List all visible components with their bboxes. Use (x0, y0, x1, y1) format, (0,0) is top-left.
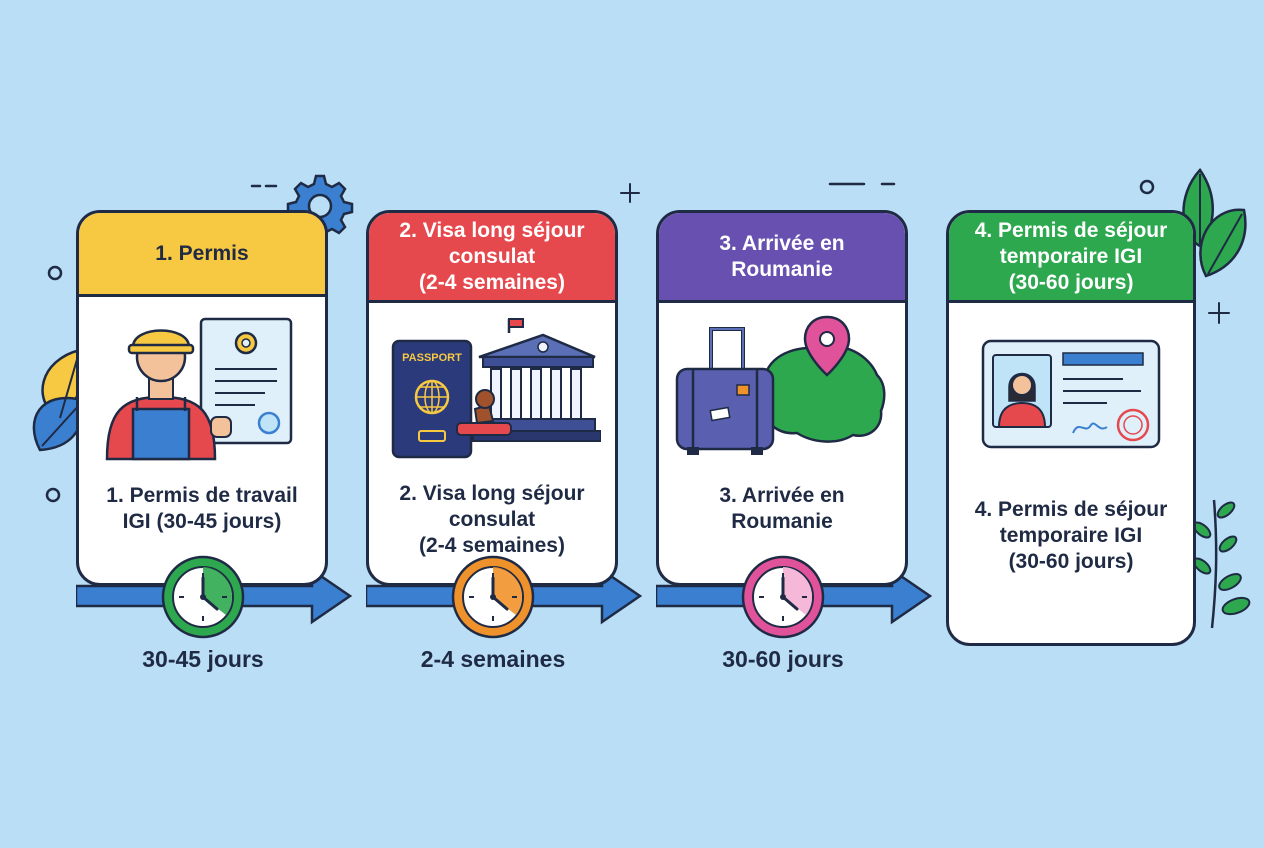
step-1-duration: 30-45 jours (142, 646, 264, 672)
step-3-header: 3. Arrivée en Roumanie (659, 213, 905, 303)
passport-embassy-icon: PASSPORT (391, 318, 601, 459)
clock-icon (451, 555, 535, 639)
branch-decoration-icon (1192, 499, 1251, 629)
sparkle-decoration-icon (1208, 302, 1230, 324)
step-card-2: 2. Visa long séjour consulat (2-4 semain… (366, 210, 618, 586)
circle-decoration-icon (1139, 179, 1155, 195)
step-card-4: 4. Permis de séjour temporaire IGI (30-6… (946, 210, 1196, 646)
step-2-header: 2. Visa long séjour consulat (2-4 semain… (369, 213, 615, 303)
dash-decoration-icon (250, 184, 278, 188)
worker-permit-icon (105, 317, 293, 461)
sparkle-decoration-icon (620, 183, 640, 203)
step-1-header: 1. Permis (79, 213, 325, 297)
step-card-1: 1. Permis 1. Permis de travail IGI (30-4… (76, 210, 328, 586)
step-3-duration: 30-60 jours (722, 646, 844, 672)
passport-label: PASSPORT (402, 352, 462, 364)
dash-decoration-icon (828, 182, 896, 186)
circle-decoration-icon (45, 487, 61, 503)
circle-decoration-icon (47, 265, 63, 281)
step-2-duration: 2-4 semaines (420, 646, 566, 672)
suitcase-map-icon (675, 315, 886, 455)
step-2-description: 2. Visa long séjour consulat (2-4 semain… (399, 482, 585, 557)
step-card-3: 3. Arrivée en Roumanie 3. Arrivée en Rou… (656, 210, 908, 586)
step-4-header: 4. Permis de séjour temporaire IGI (30-6… (949, 213, 1193, 303)
step-4-description: 4. Permis de séjour temporaire IGI (30-6… (974, 498, 1168, 573)
clock-icon (161, 555, 245, 639)
residence-card-icon (981, 339, 1161, 449)
step-1-description: 1. Permis de travail IGI (30-45 jours) (106, 484, 298, 533)
clock-icon (741, 555, 825, 639)
step-3-description: 3. Arrivée en Roumanie (719, 484, 845, 533)
